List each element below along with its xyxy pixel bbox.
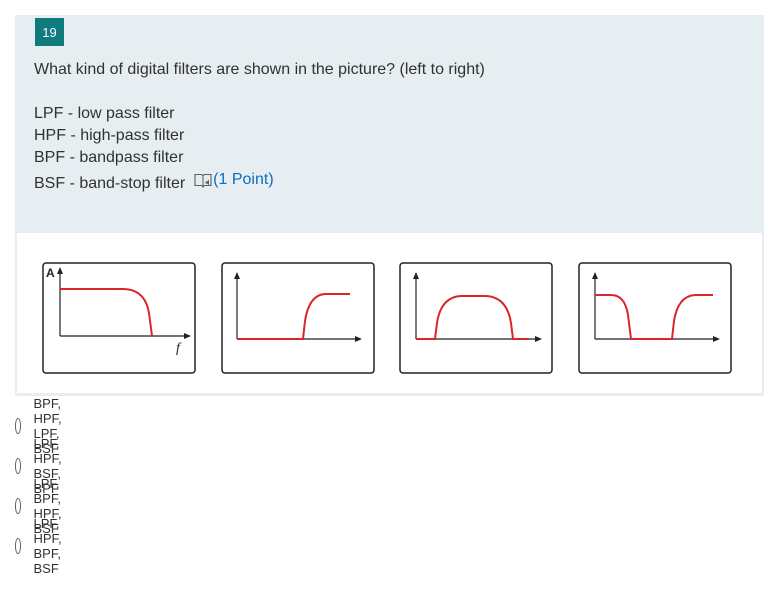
y-axis-arrow (57, 267, 63, 274)
answer-option-4[interactable]: LPF, HPF, BPF, BSF (15, 516, 71, 576)
inline-tools: (1 Point) (193, 169, 274, 191)
filter-diagram: A f (42, 262, 732, 374)
y-axis-arrow (234, 272, 240, 279)
answer-option-2[interactable]: LPF, HPF, BSF, BPF (15, 436, 71, 496)
band-pass-curve (416, 295, 529, 340)
y-axis-label: A (46, 266, 55, 280)
radio-button[interactable] (15, 458, 22, 474)
definition-lpf: LPF - low pass filter (34, 105, 175, 122)
y-axis-arrow (592, 272, 598, 279)
panel-band-stop (578, 262, 732, 374)
panel-frame (399, 262, 553, 374)
option-label: LPF, BPF, HPF, BSF (33, 476, 62, 536)
radio-button[interactable] (15, 418, 22, 434)
answer-option-1[interactable]: BPF, HPF, LPF, BSF (15, 396, 71, 456)
answer-option-3[interactable]: LPF, BPF, HPF, BSF (15, 476, 71, 536)
definition-bpf: BPF - bandpass filter (34, 149, 184, 166)
panel-frame (42, 262, 196, 374)
low-pass-curve (60, 288, 153, 337)
option-label: LPF, HPF, BSF, BPF (33, 436, 62, 496)
radio-button[interactable] (15, 498, 22, 514)
x-axis-arrow (355, 336, 362, 342)
panel-high-pass (221, 262, 375, 374)
x-axis-label: f (176, 341, 182, 356)
x-axis-arrow (535, 336, 542, 342)
definition-hpf: HPF - high-pass filter (34, 127, 185, 144)
panel-band-pass (399, 262, 553, 374)
high-pass-curve (237, 293, 350, 340)
definition-bsf: BSF - band-stop filter (34, 175, 186, 192)
x-axis-arrow (713, 336, 720, 342)
panel-frame (221, 262, 375, 374)
band-stop-curve (595, 294, 713, 340)
option-label: BPF, HPF, LPF, BSF (33, 396, 62, 456)
question-text: What kind of digital filters are shown i… (34, 59, 485, 195)
definition-bsf-row: BSF - band-stop filter (1 Point) (34, 169, 485, 195)
panel-low-pass: A f (42, 262, 196, 374)
x-axis-arrow (184, 333, 191, 339)
panel-frame (578, 262, 732, 374)
y-axis-arrow (413, 272, 419, 279)
option-label: LPF, HPF, BPF, BSF (33, 516, 62, 576)
immersive-reader-icon[interactable] (193, 172, 213, 189)
question-number-badge: 19 (35, 18, 64, 46)
filter-figure: A f (17, 233, 762, 393)
radio-button[interactable] (15, 538, 22, 554)
question-card: 19 What kind of digital filters are show… (15, 15, 764, 396)
points-label: (1 Point) (213, 171, 274, 188)
question-title: What kind of digital filters are shown i… (34, 61, 485, 78)
